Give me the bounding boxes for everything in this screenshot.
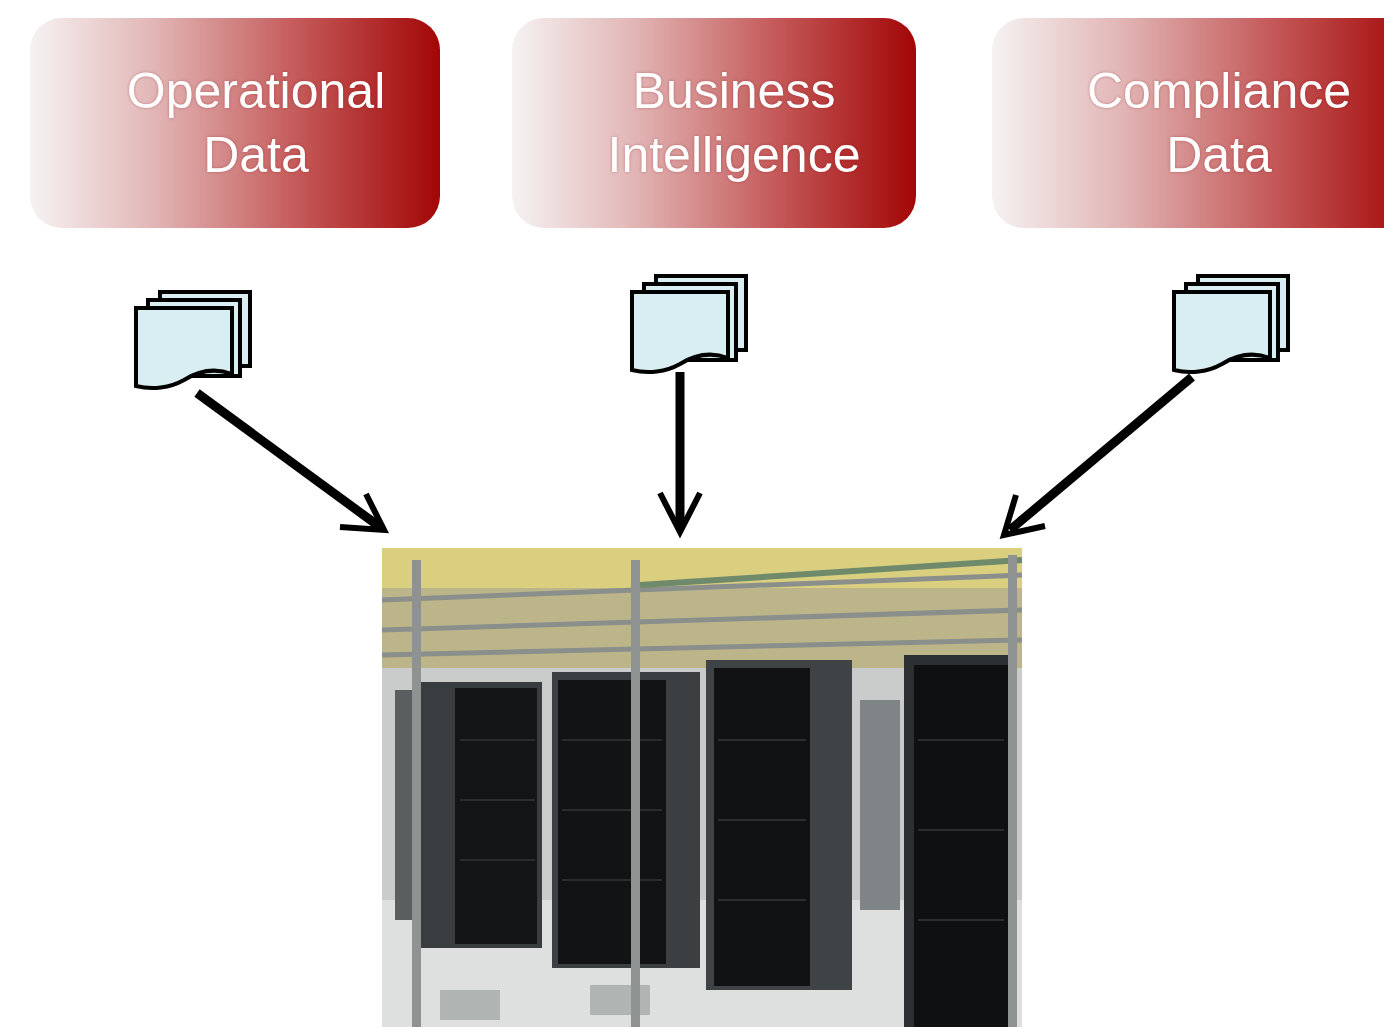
- box-label: Business Intelligence: [566, 59, 902, 187]
- document-stack: [632, 276, 746, 372]
- category-box: Compliance Data: [992, 18, 1384, 228]
- box-label: Compliance Data: [1032, 59, 1384, 187]
- category-box: Business Intelligence: [512, 18, 916, 228]
- document-stack: [1174, 276, 1288, 372]
- arrows: [197, 372, 1192, 535]
- category-box: Operational Data: [30, 18, 440, 228]
- server-room-photo: [382, 548, 1022, 1027]
- box-label: Operational Data: [86, 59, 426, 187]
- document-stack: [136, 292, 250, 388]
